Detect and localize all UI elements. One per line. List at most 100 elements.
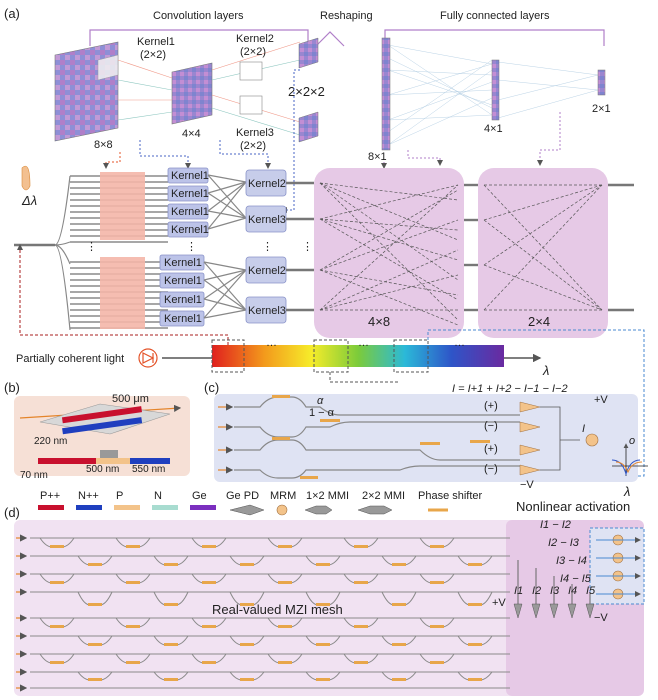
spectrum-bar (212, 345, 504, 367)
kernel1-box-6: Kernel1 (164, 275, 202, 287)
current-i1: I1 (514, 585, 523, 597)
axis-o: o (629, 435, 635, 447)
diff-1: I1 − I2 (540, 519, 571, 531)
legend-mmi22: 2×2 MMI (362, 490, 405, 502)
mesh-phase-shifter (316, 678, 330, 681)
photodetector (513, 603, 523, 619)
kernel3-title: Kernel3 (236, 127, 274, 139)
mesh-label: Real-valued MZI mesh (212, 602, 343, 617)
mesh-phase-shifter (468, 643, 482, 646)
mesh-phase-shifter (50, 581, 64, 584)
mesh-phase-shifter (240, 603, 254, 606)
mesh-phase-shifter (88, 678, 102, 681)
legend-mrm: MRM (270, 490, 296, 502)
activation-circuit (513, 534, 641, 619)
panel-a-label: (a) (4, 6, 20, 21)
lambda-label: λ (542, 363, 549, 378)
source-label: Partially coherent light (16, 353, 124, 365)
mesh-phase-shifter (50, 545, 64, 548)
cross-section (38, 450, 170, 464)
current-i5: I5 (586, 585, 596, 597)
spectral-window-3 (393, 339, 429, 373)
ellipsis-2: ⋮ (186, 241, 197, 253)
feature-map-2x2-b (298, 111, 319, 143)
mesh-phase-shifter (392, 563, 406, 566)
input-image-8x8 (54, 41, 119, 142)
mesh-phase-shifter (354, 661, 368, 664)
mesh-2x4-label: 2×4 (528, 314, 550, 329)
panel-b-label: (b) (4, 380, 20, 395)
legend-label: Ge (192, 490, 207, 502)
dim-2x1: 2×1 (592, 103, 611, 115)
mesh-phase-shifter (354, 625, 368, 628)
mesh-2x4 (478, 168, 608, 338)
mesh-phase-shifter (88, 603, 102, 606)
vminus-d: −V (594, 612, 608, 624)
port-minus-1: (−) (484, 420, 498, 432)
current-i2: I2 (532, 585, 541, 597)
feature-map-4x4 (171, 62, 213, 125)
kernel3-label-bottom: Kernel3 (248, 305, 286, 317)
mrm-device (19, 403, 182, 435)
mesh-phase-shifter (126, 625, 140, 628)
mesh-phase-shifter (50, 625, 64, 628)
kernel1-box-1: Kernel1 (171, 170, 209, 182)
mesh-phase-shifter (202, 581, 216, 584)
mesh-phase-shifter (468, 563, 482, 566)
diode-icon (138, 348, 158, 368)
mesh-phase-shifter (164, 563, 178, 566)
spectral-window-2 (313, 339, 349, 373)
reshaping-header: Reshaping (320, 10, 373, 22)
legend-swatch (190, 505, 216, 510)
kernel1-box-2: Kernel1 (171, 188, 209, 200)
mesh-phase-shifter (392, 643, 406, 646)
kernel3-size: (2×2) (240, 140, 266, 152)
panel-d-label: (d) (4, 505, 20, 520)
photodetector (549, 603, 559, 619)
current-i: I (582, 423, 585, 435)
delta-lambda: Δλ (21, 193, 37, 208)
ellipsis-3: ⋮ (262, 241, 273, 253)
conv-layers-header: Convolution layers (153, 10, 244, 22)
current-i4: I4 (568, 585, 577, 597)
dim-4x1: 4×1 (484, 123, 503, 135)
vplus-d: +V (492, 597, 506, 609)
spectrum-dots-1: … (266, 337, 277, 349)
dim-220nm: 220 nm (34, 436, 67, 447)
legend-swatch (76, 505, 102, 510)
phase-shifter-array-top (100, 172, 145, 240)
photodetector (585, 603, 595, 619)
kernel3-label-top: Kernel3 (248, 214, 286, 226)
axis-lambda-c: λ (623, 484, 630, 499)
kernel1-size: (2×2) (140, 49, 166, 61)
mesh-phase-shifter (240, 678, 254, 681)
legend-label: P++ (40, 490, 60, 502)
mesh-phase-shifter (316, 603, 330, 606)
current-i3: I3 (550, 585, 560, 597)
photodetector (567, 603, 577, 619)
kernel2-label-top: Kernel2 (248, 178, 286, 190)
mesh-phase-shifter (316, 563, 330, 566)
port-plus-2: (+) (484, 443, 498, 455)
legend-gepd: Ge PD (226, 490, 259, 502)
alpha-label: α (317, 395, 324, 407)
spectral-window-1 (211, 339, 245, 373)
kernel1-box-7: Kernel1 (164, 294, 202, 306)
port-plus-1: (+) (484, 400, 498, 412)
panel-c-bg (214, 394, 638, 482)
kernel1-title: Kernel1 (137, 36, 175, 48)
mesh-phase-shifter (430, 661, 444, 664)
port-minus-2: (−) (484, 463, 498, 475)
mzi-mesh (16, 534, 510, 692)
dim-8x1: 8×1 (368, 151, 387, 163)
mesh-phase-shifter (316, 643, 330, 646)
mesh-4x8 (314, 168, 464, 338)
photodetectors-c (519, 401, 599, 476)
mesh-phase-shifter (126, 545, 140, 548)
ellipsis-1: ⋮ (86, 241, 97, 253)
panel-c-inputs (218, 403, 234, 474)
spectrum-dots-3: … (454, 337, 465, 349)
mesh-phase-shifter (202, 625, 216, 628)
ellipsis-4: ⋮ (302, 241, 313, 253)
photodetector (531, 603, 541, 619)
